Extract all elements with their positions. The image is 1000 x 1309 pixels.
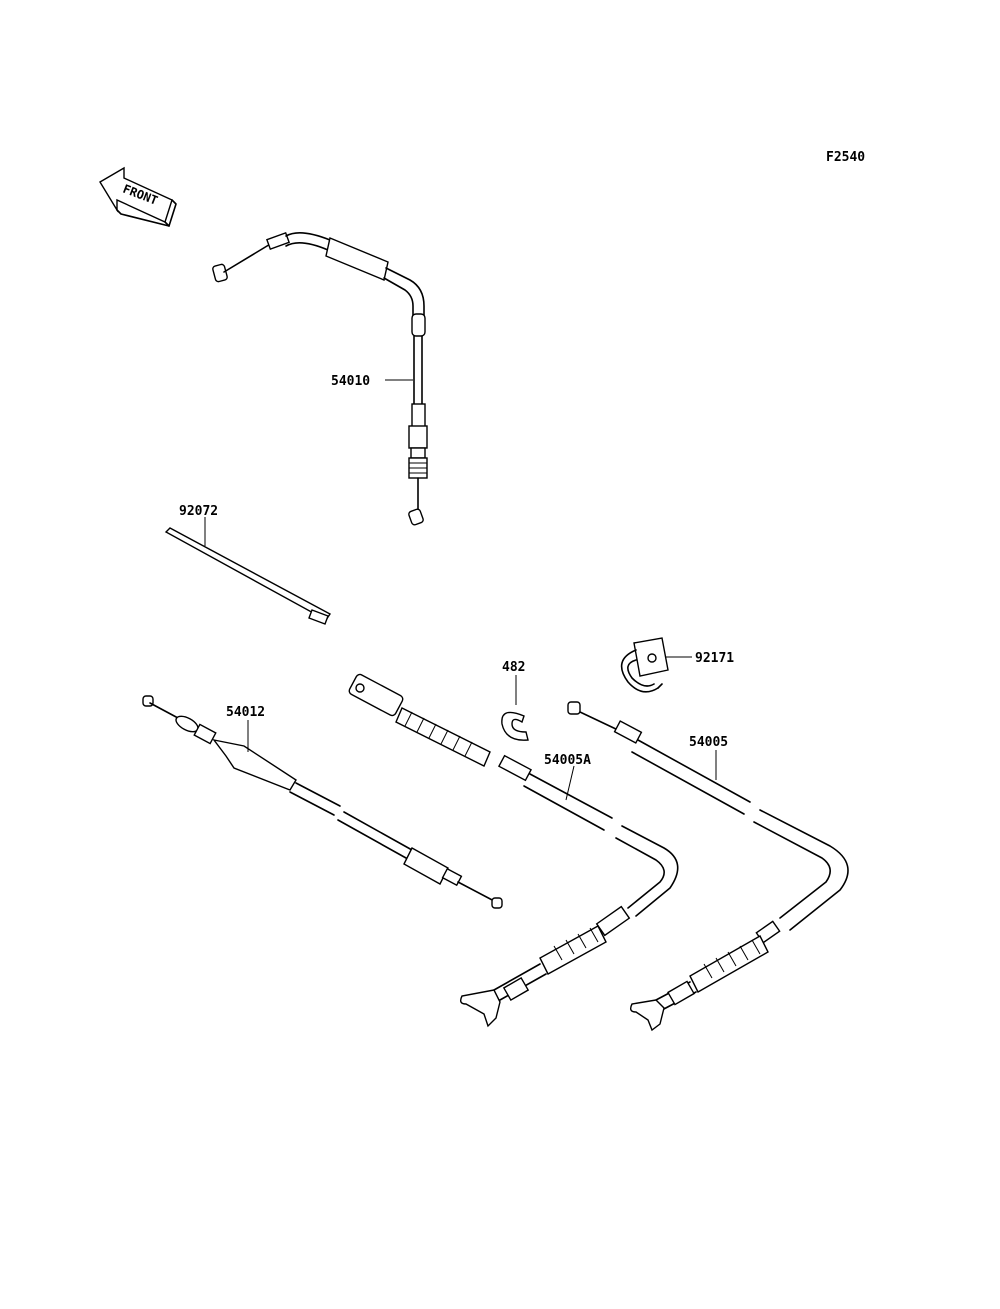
cable-54012 [142,695,503,909]
part-number-92072: 92072 [179,504,218,519]
part-number-54005: 54005 [689,735,728,750]
clamp-92171 [620,637,669,693]
part-number-54005A: 54005A [544,753,591,768]
part-number-54010: 54010 [331,374,370,389]
part-number-482: 482 [502,660,525,675]
part-number-92171: 92171 [695,651,734,666]
e-clip-482 [501,711,529,741]
cable-54010 [212,231,428,526]
front-direction-arrow: FRONT [99,166,177,227]
figure-code: F2540 [826,150,865,165]
part-number-54012: 54012 [226,705,265,720]
cable-54005A [348,673,679,1028]
cable-54005 [567,701,849,1032]
cable-tie-92072 [164,527,332,625]
leader-line-54005A [565,765,575,801]
